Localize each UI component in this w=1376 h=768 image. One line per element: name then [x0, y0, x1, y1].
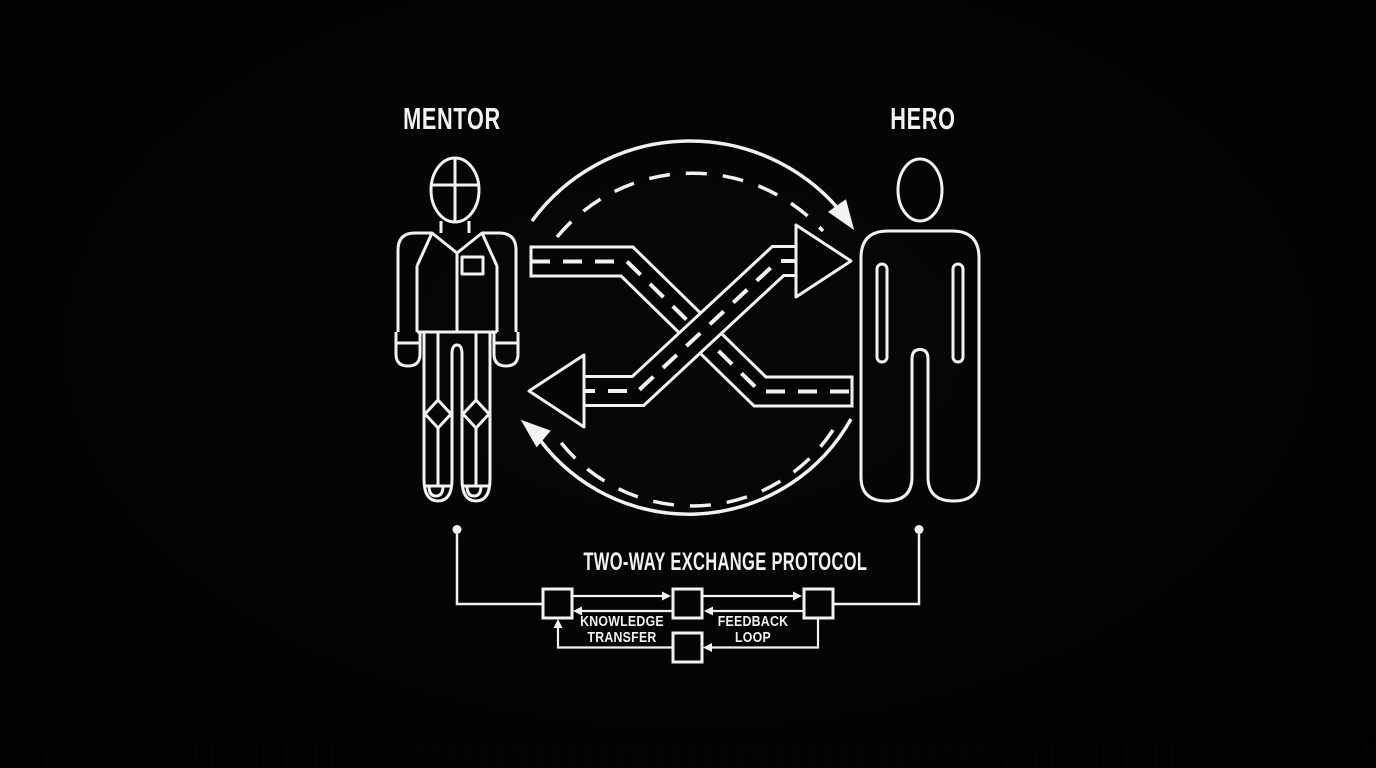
mentor-stem-line	[455, 534, 543, 606]
arm-slot-right	[951, 262, 965, 364]
crossing-roads-icon	[527, 223, 854, 429]
road-dashed-centerline	[531, 259, 852, 394]
flow-arrowhead	[793, 591, 802, 601]
flow-arrowhead	[573, 606, 582, 616]
flow-arrowhead	[553, 619, 563, 628]
top-cycle-arrow-icon	[530, 139, 855, 239]
bottom-cycle-arrow-icon	[520, 418, 853, 516]
knee-pad-right	[461, 398, 491, 430]
feedback-loop-label: FEEDBACK LOOP	[694, 614, 813, 646]
arrowhead-left-icon	[527, 353, 586, 429]
bottom-noise-texture	[0, 742, 1376, 768]
knowledge-transfer-line1: KNOWLEDGE	[580, 614, 664, 630]
flow-box-left	[541, 587, 574, 620]
mentor-label: MENTOR	[403, 101, 501, 136]
mentor-figure-icon	[394, 156, 520, 503]
flow-arrowhead	[703, 643, 712, 652]
road-two-way	[527, 223, 853, 429]
chest-pocket	[460, 255, 485, 276]
flow-arrowhead	[704, 606, 713, 616]
flow-box-right	[802, 587, 835, 620]
hero-figure-icon	[859, 157, 981, 503]
road-dashed-centerline	[576, 259, 800, 393]
feedback-loop-line2: LOOP	[735, 629, 771, 646]
protocol-title: TWO-WAY EXCHANGE PROTOCOL	[583, 548, 868, 576]
knowledge-transfer-line2: TRANSFER	[587, 629, 657, 646]
hero-connector-dot	[914, 525, 924, 534]
flow-arrows	[556, 594, 820, 649]
flow-arrowhead	[662, 591, 671, 601]
protocol-flowchart	[452, 525, 924, 664]
knowledge-transfer-label: KNOWLEDGE TRANSFER	[563, 614, 682, 646]
flow-box-middle	[671, 587, 704, 620]
arc-arrowhead	[827, 199, 855, 231]
hero-stem-line	[833, 534, 921, 606]
mentor-connector-dot	[452, 525, 462, 534]
arm-slot-left	[875, 262, 889, 364]
feedback-loop-line1: FEEDBACK	[717, 614, 789, 630]
arc-arrowhead	[520, 419, 551, 448]
arrowhead-right-icon	[794, 223, 853, 299]
hero-label: HERO	[890, 101, 956, 136]
knee-pad-left	[423, 398, 453, 430]
